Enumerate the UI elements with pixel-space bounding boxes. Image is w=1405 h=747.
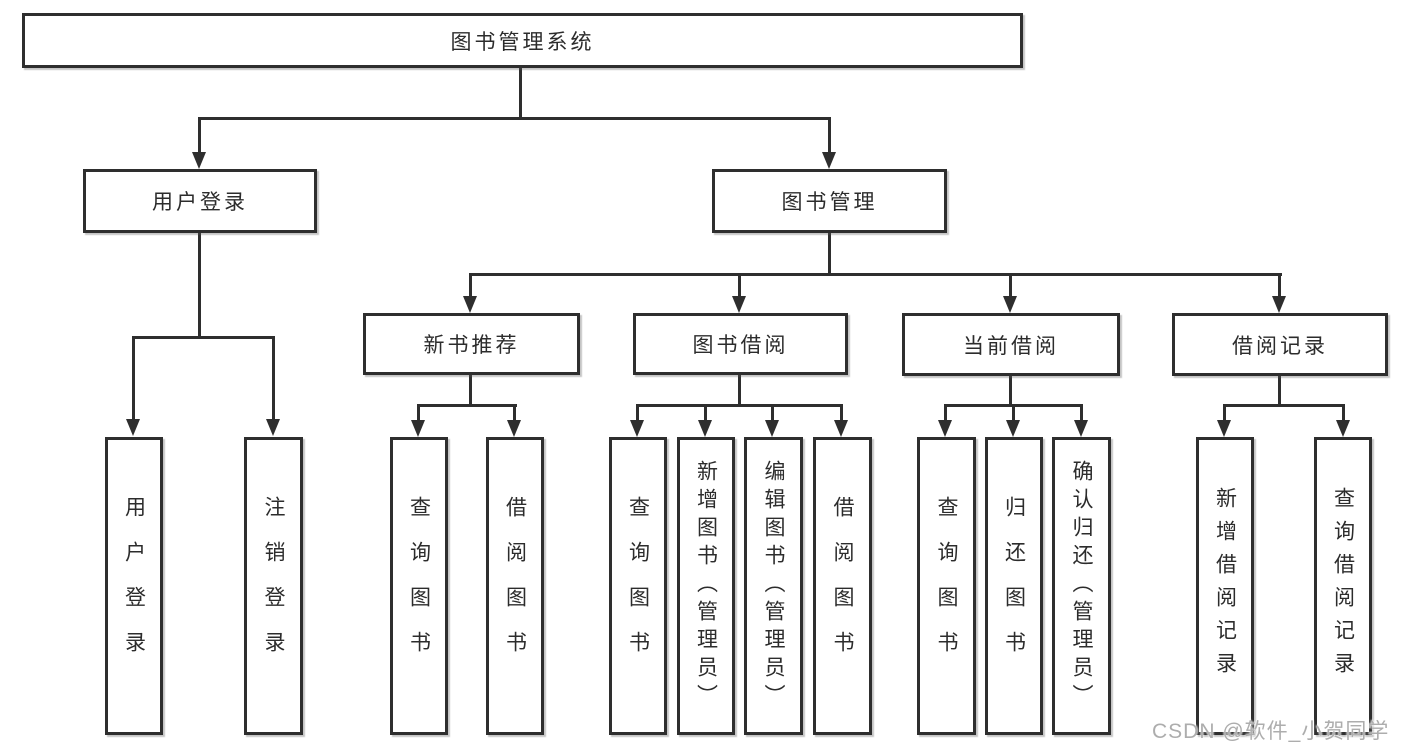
arrowhead-borrow-leaf-4 [834, 420, 848, 437]
connector-newbook-hbar [417, 404, 517, 407]
leaf-current-return: 归还图书 [985, 437, 1043, 735]
arrowhead-current [1003, 296, 1017, 313]
connector-mgmt-hbar [469, 273, 1282, 276]
connector-user-stem [198, 233, 201, 336]
csdn-watermark: CSDN @软件_小贺同学 [1152, 720, 1390, 743]
leaf-label: 查询图书 [626, 496, 650, 676]
connector-current-drop-1 [944, 404, 947, 421]
connector-mgmt-drop-2 [738, 273, 741, 298]
arrowhead-user-leaf-1 [126, 419, 140, 436]
connector-records-hbar [1223, 404, 1345, 407]
connector-newbook-stem [469, 374, 472, 405]
arrowhead-borrow-leaf-3 [765, 420, 779, 437]
node-label: 图书管理 [781, 191, 878, 214]
leaf-label: 新增图书（管理员） [694, 460, 718, 712]
connector-borrow-hbar [636, 404, 843, 407]
arrowhead-records [1272, 296, 1286, 313]
connector-records-drop-1 [1223, 404, 1226, 421]
arrowhead-borrow [732, 296, 746, 313]
node-new-book-recommend: 新书推荐 [363, 313, 580, 375]
leaf-borrow-add-admin: 新增图书（管理员） [677, 437, 735, 735]
node-user-login: 用户登录 [83, 169, 317, 233]
arrowhead-records-leaf-2 [1336, 420, 1350, 437]
arrowhead-borrow-leaf-2 [698, 420, 712, 437]
connector-newbook-drop-2 [513, 404, 516, 421]
node-root: 图书管理系统 [22, 13, 1023, 68]
arrowhead-newbook-leaf-1 [411, 420, 425, 437]
node-label: 当前借阅 [963, 334, 1059, 358]
leaf-current-query: 查询图书 [917, 437, 976, 735]
connector-root-stem [519, 68, 522, 118]
node-label: 借阅记录 [1232, 334, 1328, 358]
connector-current-drop-3 [1080, 404, 1083, 421]
connector-drop-user [198, 117, 201, 154]
connector-current-stem [1009, 375, 1012, 405]
node-label: 图书借阅 [692, 334, 789, 357]
arrowhead-current-leaf-2 [1006, 420, 1020, 437]
arrowhead-user [192, 152, 206, 169]
connector-newbook-drop-1 [417, 404, 420, 421]
connector-root-hbar [198, 117, 831, 120]
node-current-borrow: 当前借阅 [902, 313, 1120, 376]
leaf-borrow-edit-admin: 编辑图书（管理员） [744, 437, 803, 735]
connector-records-drop-2 [1342, 404, 1345, 421]
leaf-label: 查询借阅记录 [1331, 487, 1355, 685]
connector-borrow-drop-2 [704, 404, 707, 421]
connector-user-drop-2 [272, 336, 275, 421]
leaf-logout: 注销登录 [244, 437, 303, 735]
connector-mgmt-drop-1 [469, 273, 472, 298]
arrowhead-borrow-leaf-1 [630, 420, 644, 437]
arrowhead-user-leaf-2 [266, 419, 280, 436]
leaf-newbook-borrow: 借阅图书 [486, 437, 544, 735]
connector-user-drop-1 [132, 336, 135, 421]
leaf-label: 归还图书 [1002, 496, 1026, 676]
leaf-label: 查询图书 [407, 496, 431, 676]
connector-mgmt-drop-3 [1009, 273, 1012, 298]
connector-borrow-stem [738, 374, 741, 405]
connector-borrow-drop-1 [636, 404, 639, 421]
node-book-management: 图书管理 [712, 169, 947, 233]
node-label: 用户登录 [152, 191, 248, 214]
arrowhead-mgmt [822, 152, 836, 169]
leaf-label: 查询图书 [935, 496, 959, 676]
leaf-current-confirm-admin: 确认归还（管理员） [1052, 437, 1111, 735]
leaf-newbook-query: 查询图书 [390, 437, 448, 735]
connector-user-hbar [132, 336, 275, 339]
connector-mgmt-drop-4 [1278, 273, 1281, 298]
leaf-user-login: 用户登录 [105, 437, 163, 735]
leaf-borrow-borrow: 借阅图书 [813, 437, 872, 735]
arrowhead-current-leaf-1 [938, 420, 952, 437]
arrowhead-new-book [463, 296, 477, 313]
leaf-label: 借阅图书 [831, 496, 855, 676]
leaf-records-add: 新增借阅记录 [1196, 437, 1254, 735]
arrowhead-newbook-leaf-2 [507, 420, 521, 437]
leaf-label: 编辑图书（管理员） [762, 460, 786, 712]
leaf-label: 新增借阅记录 [1213, 487, 1237, 685]
connector-borrow-drop-3 [771, 404, 774, 421]
leaf-label: 借阅图书 [503, 496, 527, 676]
leaf-records-query: 查询借阅记录 [1314, 437, 1372, 735]
leaf-label: 用户登录 [122, 496, 146, 676]
leaf-label: 注销登录 [262, 496, 286, 676]
node-label: 图书管理系统 [450, 30, 595, 54]
arrowhead-current-leaf-3 [1074, 420, 1088, 437]
connector-records-stem [1278, 375, 1281, 405]
connector-mgmt-stem [828, 233, 831, 274]
leaf-borrow-query: 查询图书 [609, 437, 667, 735]
connector-drop-mgmt [828, 117, 831, 154]
leaf-label: 确认归还（管理员） [1070, 460, 1094, 712]
arrowhead-records-leaf-1 [1217, 420, 1231, 437]
node-borrow-records: 借阅记录 [1172, 313, 1388, 376]
node-label: 新书推荐 [423, 334, 520, 357]
connector-borrow-drop-4 [840, 404, 843, 421]
connector-current-drop-2 [1012, 404, 1015, 421]
node-book-borrow: 图书借阅 [633, 313, 848, 375]
